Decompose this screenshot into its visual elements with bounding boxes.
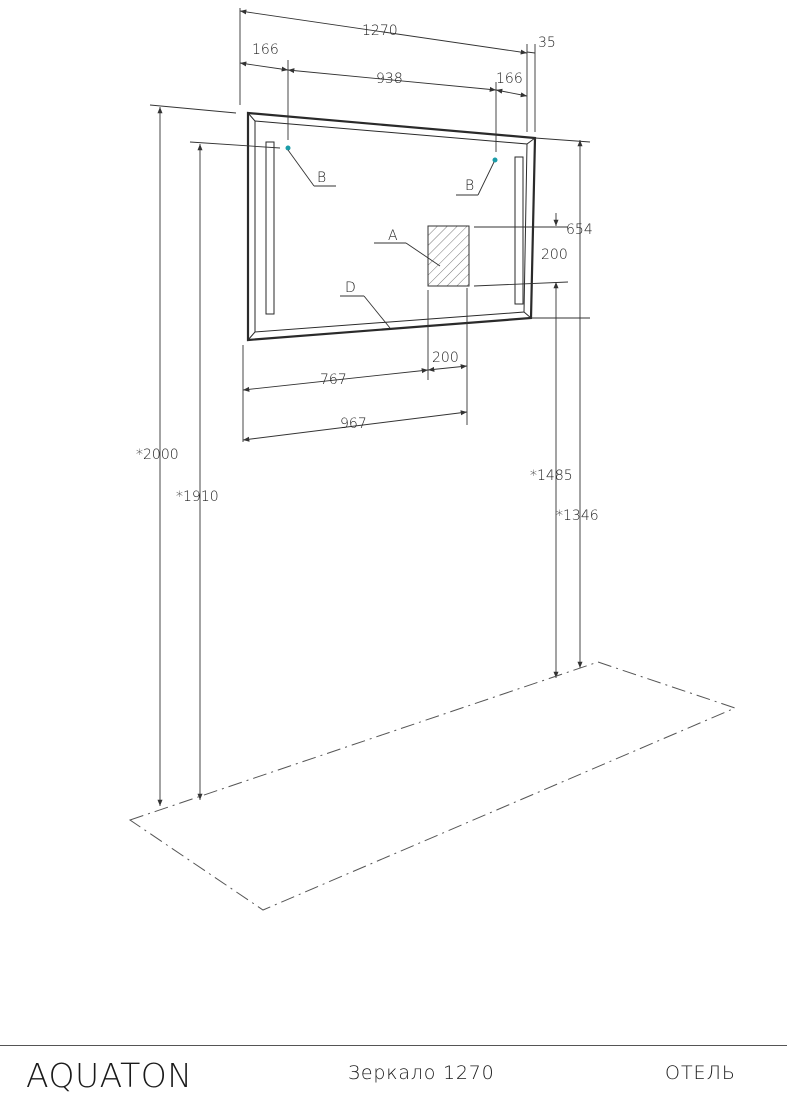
dim-to-box-right: 967 xyxy=(340,416,367,432)
callout-b-left: B xyxy=(317,170,326,186)
sensor-dot-left xyxy=(285,145,291,151)
led-strip-right xyxy=(514,156,524,305)
callout-b-right: B xyxy=(465,178,474,194)
top-dimensions: 1270 35 166 938 166 xyxy=(239,8,556,152)
callouts: B B A D xyxy=(287,149,495,329)
bottom-dimensions: 200 767 967 xyxy=(242,288,468,442)
dim-total-width: 1270 xyxy=(362,23,398,39)
callout-a: A xyxy=(388,228,398,244)
dim-led-from-floor: *1910 xyxy=(176,489,219,505)
right-dimensions: 654 200 *1485 *1346 xyxy=(473,137,599,678)
mirror xyxy=(246,111,537,342)
brand-logo: AQUATON xyxy=(26,1056,193,1095)
dim-depth: 35 xyxy=(538,35,556,51)
left-dimensions: *2000 *1910 xyxy=(136,104,281,806)
dim-box-height: 200 xyxy=(541,247,568,263)
series-name: ОТЕЛЬ xyxy=(665,1062,736,1082)
dim-right-offset: 166 xyxy=(496,71,523,87)
dim-to-box-left: 767 xyxy=(320,372,347,388)
mirror-outer-frame xyxy=(246,111,537,342)
dim-center-span: 938 xyxy=(376,71,403,87)
product-title: Зеркало 1270 xyxy=(348,1062,495,1084)
dim-height: 654 xyxy=(566,222,593,238)
dim-bottom-from-floor: *1346 xyxy=(556,508,599,524)
dim-top-from-floor: *2000 xyxy=(136,447,179,463)
footer-divider xyxy=(0,1045,787,1046)
led-strip-left xyxy=(265,141,275,315)
floor-plane xyxy=(128,661,737,911)
dim-box-from-floor: *1485 xyxy=(530,468,573,484)
heater-pad-a xyxy=(427,225,470,287)
sensor-dot-right xyxy=(492,157,498,163)
dim-box-width: 200 xyxy=(432,350,459,366)
mirror-inner-frame xyxy=(254,120,528,333)
callout-d: D xyxy=(345,280,356,296)
dim-left-offset: 166 xyxy=(252,42,279,58)
